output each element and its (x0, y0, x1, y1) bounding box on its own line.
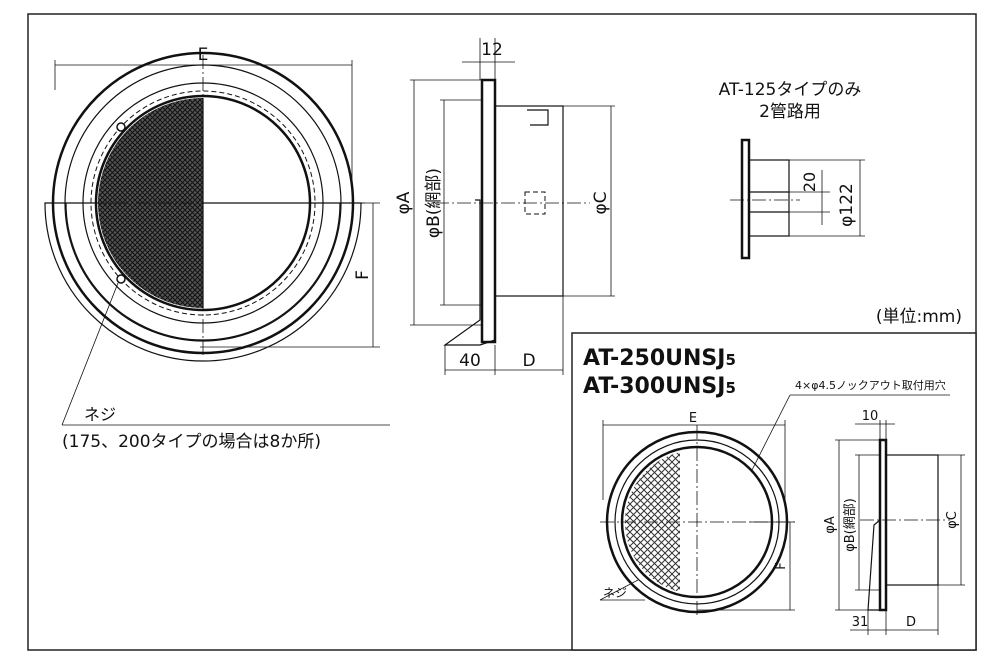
unit-label: (単位:mm) (876, 307, 962, 327)
at125-dim-phi122: φ122 (837, 183, 857, 227)
at125-title-line2: 2管路用 (759, 102, 821, 122)
screw-note: (175、200タイプの場合は8か所) (62, 432, 321, 452)
inset-dim-D: D (906, 615, 916, 630)
inset-dim-phiA: φA (823, 516, 838, 534)
side-dim-phiA: φA (394, 191, 414, 214)
inset-dim-F: F (774, 562, 789, 569)
inset-dim-phiB: φB(網部) (843, 498, 858, 552)
at125-side-view (730, 138, 865, 260)
inset-dim-31: 31 (852, 615, 869, 630)
side-dim-D: D (522, 351, 535, 371)
inset-screw-label: ネジ (603, 586, 627, 600)
side-dim-phiB: φB(網部) (424, 168, 444, 238)
at125-dim-20: 20 (800, 172, 819, 192)
side-view (410, 38, 615, 375)
inset-model-1: AT-250UNSJ5 (583, 346, 736, 371)
screw-label: ネジ (84, 405, 116, 424)
inset-dim-phiC: φC (945, 511, 960, 529)
knockout-note: 4×φ4.5ノックアウト取付用穴 (795, 378, 946, 392)
inset-dim-10: 10 (862, 409, 879, 424)
inset-model-2: AT-300UNSJ5 (583, 374, 736, 399)
inset-side-view (835, 420, 965, 635)
inset-front-view (599, 394, 950, 615)
side-dim-phiC: φC (591, 191, 611, 214)
side-dim-12: 12 (481, 40, 503, 60)
side-dim-40: 40 (459, 351, 481, 371)
at125-title-line1: AT-125タイプのみ (719, 80, 862, 100)
inset-dim-E: E (689, 411, 697, 426)
front-view (44, 51, 390, 426)
outer-frame (27, 13, 977, 651)
front-dim-F: F (353, 270, 373, 280)
front-dim-E: E (198, 45, 209, 65)
